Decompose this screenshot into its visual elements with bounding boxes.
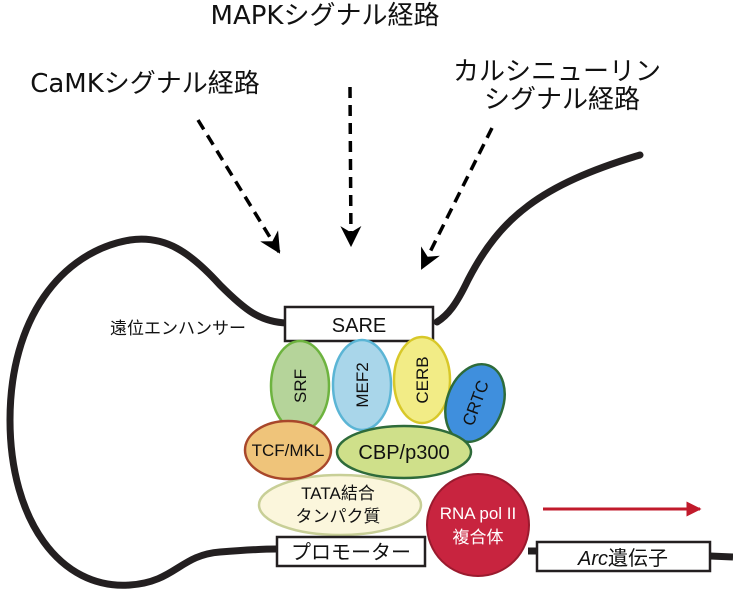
- arc-gene-label: Arc遺伝子: [577, 547, 668, 570]
- dna-strand-loop: [6, 235, 291, 589]
- calcineurin-signal-arrow: [420, 127, 494, 270]
- cerb-label: CERB: [413, 356, 432, 403]
- cerb-protein: [392, 335, 452, 425]
- camk-signal-arrow: [196, 119, 281, 254]
- arc-gene-italic: Arc: [577, 548, 608, 570]
- mapk-signal-arrow: [340, 86, 362, 248]
- arc-gene-suffix: 遺伝子: [608, 547, 668, 570]
- mapk-pathway-label: MAPKシグナル経路: [211, 1, 440, 31]
- cbp-p300-protein: [335, 424, 473, 480]
- promoter-label: プロモーター: [291, 541, 411, 564]
- arc-gene-box: [535, 540, 712, 573]
- dna-strand-right-end: [709, 552, 733, 561]
- tata-binding-protein: [257, 473, 423, 537]
- rnapol-label-line1: RNA pol II: [440, 504, 517, 523]
- tcf-mkl-protein: [243, 419, 333, 481]
- sare-label: SARE: [332, 315, 386, 337]
- rna-pol-ii-complex: [426, 473, 530, 577]
- tata-label-line2: タンパク質: [296, 507, 381, 526]
- camk-pathway-label: CaMKシグナル経路: [30, 69, 260, 99]
- rnapol-label-line2: 複合体: [453, 528, 504, 547]
- promoter-box: [275, 535, 427, 568]
- srf-label: SRF: [291, 369, 310, 403]
- mef2-label: MEF2: [353, 362, 372, 407]
- calcineurin-pathway-label-line2: シグナル経路: [484, 85, 640, 115]
- mef2-protein: [331, 338, 393, 432]
- cbp-p300-label: CBP/p300: [358, 442, 449, 464]
- tata-label-line1: TATA結合: [301, 484, 375, 503]
- tcf-mkl-label: TCF/MKL: [252, 441, 325, 460]
- dna-strand-right-upper: [433, 151, 644, 326]
- distal-enhancer-label: 遠位エンハンサー: [110, 319, 246, 339]
- sare-box: [283, 305, 435, 343]
- calcineurin-pathway-label-line1: カルシニューリン: [453, 57, 661, 87]
